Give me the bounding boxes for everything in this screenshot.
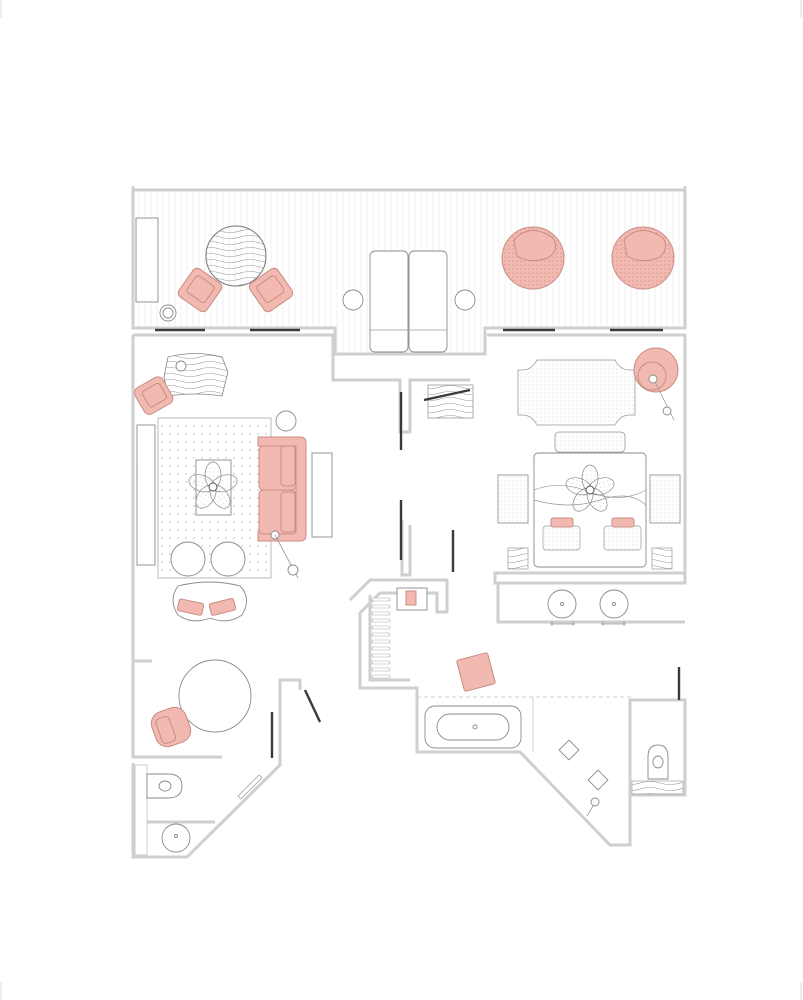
cowhide-rug [163, 353, 229, 397]
pillow-left [542, 517, 581, 551]
drain [174, 834, 178, 838]
stool [176, 598, 205, 616]
walk-in-closet [371, 587, 428, 679]
tv-console [136, 424, 156, 566]
hall-console [423, 384, 474, 419]
vanity [547, 589, 629, 626]
side-table [275, 410, 297, 432]
hanger [371, 646, 391, 651]
flower-centerpiece [188, 461, 238, 509]
side-table [175, 360, 187, 372]
armchair-right [248, 267, 294, 313]
nightstand-right [649, 474, 681, 524]
hanger [371, 632, 391, 637]
side-table-top [162, 307, 174, 319]
towel-bars [550, 621, 626, 626]
drain [472, 724, 478, 730]
dining-area [150, 659, 252, 748]
sofa [257, 436, 307, 542]
hanger [371, 611, 391, 616]
planter-bench [135, 217, 159, 303]
side-stool [507, 547, 529, 570]
armchair-living [133, 376, 174, 415]
egg-chair-left [501, 226, 565, 290]
toilet [146, 773, 183, 799]
door-entrance [303, 689, 322, 723]
guest-bathroom [134, 764, 263, 856]
flower-center [208, 482, 218, 492]
shower-head [587, 769, 609, 791]
sun-lounger-right [408, 250, 448, 353]
flower-bedspread [565, 464, 615, 512]
wood-shelf [631, 780, 684, 795]
side-table [342, 289, 364, 311]
bedroom [497, 347, 681, 570]
dining-table [178, 659, 252, 733]
hanger [371, 625, 391, 630]
sliding-door [237, 774, 263, 800]
side-stool [651, 547, 673, 570]
hanger [371, 618, 391, 623]
sun-lounger-left [369, 250, 409, 353]
round-table [205, 225, 267, 287]
dining-chair [150, 706, 192, 748]
sink [161, 823, 191, 853]
hanger [371, 597, 391, 602]
wood-panel [134, 764, 148, 856]
bathroom-chair [456, 652, 496, 692]
reading-chair [633, 347, 679, 393]
console-table [311, 452, 333, 538]
hanger [371, 660, 391, 665]
hand-shower-hose [586, 805, 594, 817]
egg-chair-right [611, 226, 675, 290]
living-room [133, 353, 333, 622]
pouf-right [210, 541, 246, 577]
pillow-right [603, 517, 642, 551]
floor-lamp [662, 406, 672, 416]
hangers [371, 597, 391, 679]
lamp-arm [654, 381, 675, 421]
bench [554, 431, 626, 453]
shaped-rug [517, 359, 636, 426]
terrace-outline [131, 186, 687, 356]
armchair-left [177, 267, 223, 313]
shower-drain [558, 739, 580, 761]
hanger [371, 674, 391, 679]
hanger [371, 653, 391, 658]
bathroom [424, 705, 609, 817]
wc [631, 744, 684, 795]
stool [208, 597, 237, 616]
hanger [371, 639, 391, 644]
flower-center [585, 485, 595, 495]
hanger [371, 667, 391, 672]
nightstand-left [497, 474, 529, 524]
folded-shirt [405, 590, 417, 606]
terrace [131, 186, 687, 356]
hanger [371, 604, 391, 609]
pouf-left [170, 541, 206, 577]
floor-lamp-head [287, 564, 299, 576]
hand-shower [590, 797, 600, 807]
side-table [454, 289, 476, 311]
